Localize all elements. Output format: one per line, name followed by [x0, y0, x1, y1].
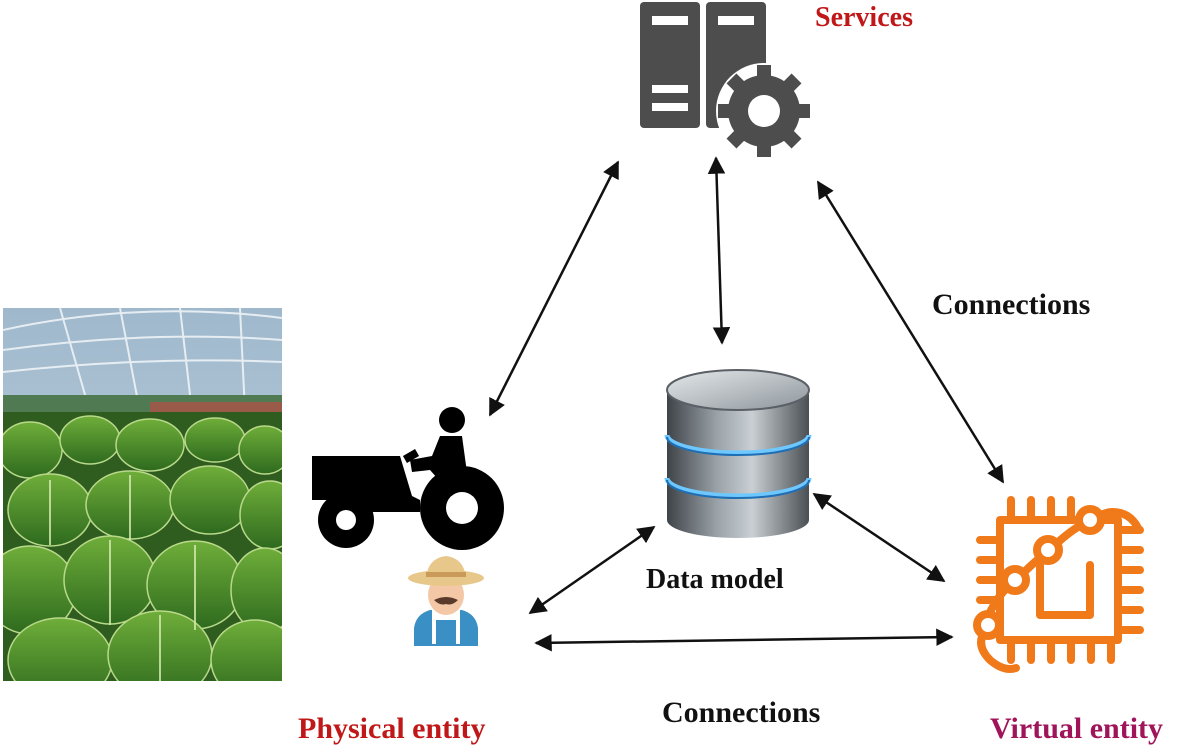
virtual-entity-label: Virtual entity: [990, 712, 1164, 745]
arrow-farmer-datamodel: [528, 525, 656, 615]
server-gear-icon: [640, 2, 812, 159]
arrow-services-virtual: [816, 180, 1005, 484]
connection-arrows: [488, 156, 1005, 652]
arrow-datamodel-virtual: [812, 492, 946, 583]
physical-entity-label: Physical entity: [298, 712, 486, 745]
circuit-board-icon: [973, 496, 1144, 673]
connections-label-bottom: Connections: [662, 696, 821, 729]
arrow-tractor-services: [488, 160, 620, 417]
data-model-label: Data model: [646, 564, 784, 595]
database-icon: [664, 369, 812, 538]
farmer-icon: [408, 556, 484, 646]
connections-label-right: Connections: [932, 288, 1091, 321]
greenhouse-lettuce-photo: [3, 308, 282, 681]
tractor-icon: [312, 407, 504, 550]
arrow-services-datamodel: [707, 156, 731, 345]
arrow-farmer-virtual: [534, 628, 954, 652]
services-label: Services: [815, 2, 913, 33]
